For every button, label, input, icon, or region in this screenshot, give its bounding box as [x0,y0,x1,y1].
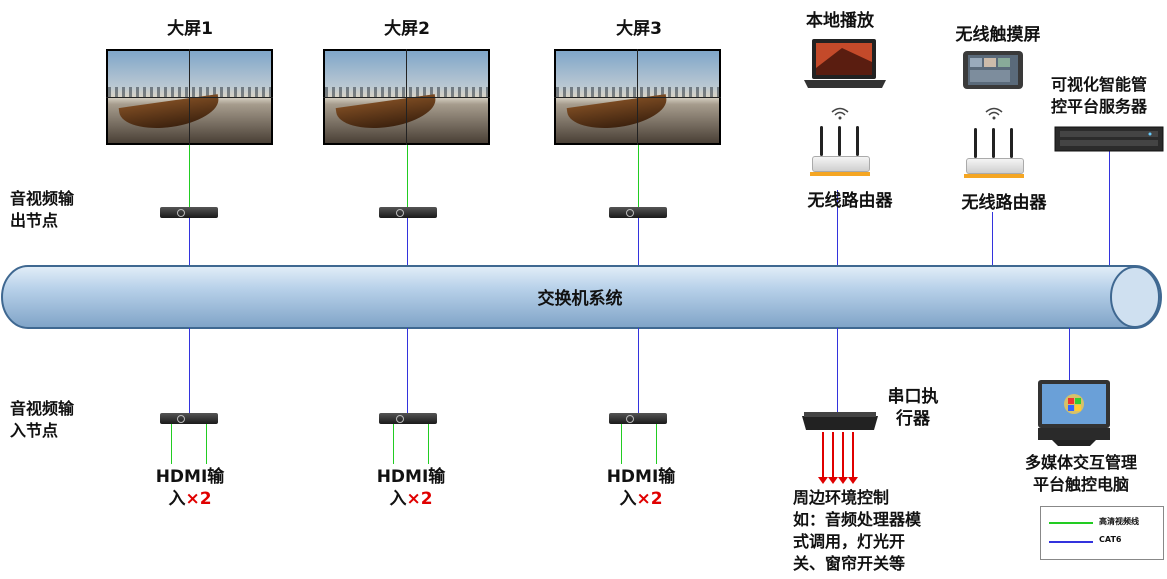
tablet-icon [963,51,1023,89]
red-arrow-3 [838,432,848,484]
cat6-line-out2 [407,218,408,268]
wifi-icon-1 [831,107,849,120]
router-icon-2 [962,128,1026,188]
local-play-label: 本地播放 [806,11,874,31]
hdmi-in-1a [171,424,172,464]
wireless-touch-label: 无线触摸屏 [955,25,1041,45]
serial-actuator-icon [802,412,878,430]
touch-pc-icon [1038,380,1110,446]
video-wall-1 [106,49,273,145]
legend-swatch-hdmi [1049,522,1093,524]
red-arrow-1 [818,432,828,484]
legend-swatch-cat6 [1049,541,1093,543]
hdmi-line-screen1 [189,145,190,207]
hdmi-in-3a [621,424,622,464]
server-label: 可视化智能管 控平台服务器 [1050,75,1147,116]
peripheral-label: 周边环境控制 如：音频处理器模 式调用，灯光开 关、窗帘开关等 [793,488,922,573]
pipe-label: 交换机系统 [537,289,623,309]
cat6-line-server [1109,150,1110,270]
cat6-line-in2 [407,328,408,413]
screen-2-title: 大屏2 [384,19,430,39]
legend-label-hdmi: 高清视频线 [1099,517,1139,526]
output-node-2 [379,207,437,218]
video-wall-3 [554,49,721,145]
input-node-2 [379,413,437,424]
cat6-line-out1 [189,218,190,268]
hdmi-in-2a [393,424,394,464]
hdmi-in-3b [656,424,657,464]
legend: 高清视频线 CAT6 [1040,506,1164,560]
pc-label: 多媒体交互管理 平台触控电脑 [1024,453,1137,494]
red-arrow-4 [848,432,858,484]
laptop-icon [804,39,886,88]
cat6-line-out3 [638,218,639,268]
red-arrow-2 [828,432,838,484]
output-node-3 [609,207,667,218]
screen-1-title: 大屏1 [167,19,213,39]
cat6-line-in3 [638,328,639,413]
server-icon [1054,126,1164,152]
hdmi-line-screen3 [638,145,639,207]
hdmi-label-3: HDMI输 入×2 [606,467,676,509]
serial-label: 串口执 行器 [887,387,939,429]
output-node-label: 音视频输 出节点 [10,189,75,230]
output-node-1 [160,207,218,218]
cat6-line-router2 [992,212,993,268]
input-node-1 [160,413,218,424]
legend-label-cat6: CAT6 [1099,535,1122,544]
input-node-3 [609,413,667,424]
hdmi-label-1: HDMI输 入×2 [155,467,225,509]
input-node-label: 音视频输 入节点 [10,399,75,440]
hdmi-line-screen2 [407,145,408,207]
video-wall-2 [323,49,490,145]
switch-system-pipe [1,265,1162,329]
router-2-label: 无线路由器 [961,193,1047,213]
hdmi-label-2: HDMI输 入×2 [376,467,446,509]
cat6-line-pc [1069,328,1070,380]
hdmi-in-2b [428,424,429,464]
cat6-line-router1 [837,190,838,268]
screen-3-title: 大屏3 [616,19,662,39]
hdmi-in-1b [206,424,207,464]
router-icon-1 [808,126,872,186]
wifi-icon-2 [985,107,1003,120]
router-1-label: 无线路由器 [807,191,893,211]
cat6-line-serial [837,328,838,413]
cat6-line-in1 [189,328,190,413]
